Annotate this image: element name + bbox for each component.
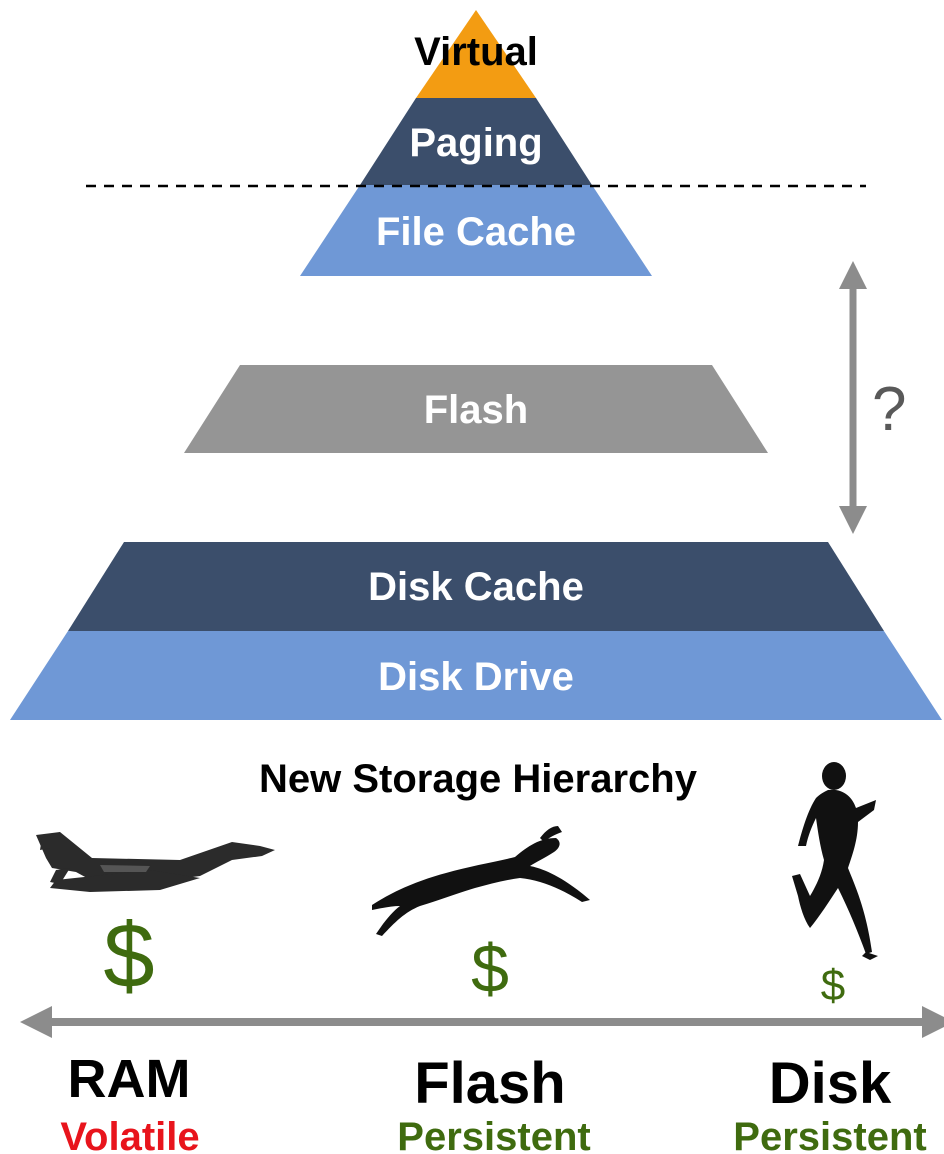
disk-persistent-label: Persistent	[733, 1115, 926, 1154]
bottom-pyramid: Disk Cache Disk Drive	[10, 542, 942, 720]
file-cache-label: File Cache	[376, 210, 576, 254]
virtual-label: Virtual	[414, 30, 538, 74]
gap-indicator: ?	[839, 261, 906, 534]
flash-layer	[184, 365, 768, 453]
flash-label: Flash	[414, 1051, 566, 1116]
file-cache-layer	[300, 185, 652, 276]
flash-persistent-label: Persistent	[397, 1115, 590, 1154]
paging-layer	[360, 98, 592, 185]
ram-volatile-label: Volatile	[60, 1115, 199, 1154]
disk-cost: $	[821, 961, 845, 1010]
disk-drive-layer	[10, 631, 942, 720]
flash-cost: $	[471, 931, 509, 1007]
disk-cache-layer	[68, 542, 884, 631]
question-mark: ?	[872, 375, 906, 444]
flash-layer-group: Flash	[184, 365, 768, 453]
cheetah-icon	[372, 826, 590, 936]
top-pyramid: Virtual Paging File Cache	[300, 10, 652, 276]
disk-cache-label: Disk Cache	[368, 565, 584, 609]
runner-icon	[792, 762, 878, 960]
fighter-jet-icon	[36, 832, 275, 892]
virtual-layer	[416, 10, 536, 98]
ram-cost: $	[103, 905, 154, 1007]
diagram-title: New Storage Hierarchy	[259, 757, 698, 801]
paging-label: Paging	[409, 121, 542, 165]
flash-layer-label: Flash	[424, 388, 528, 432]
disk-label: Disk	[769, 1051, 892, 1116]
ram-label: RAM	[68, 1049, 191, 1109]
disk-drive-label: Disk Drive	[378, 655, 574, 699]
